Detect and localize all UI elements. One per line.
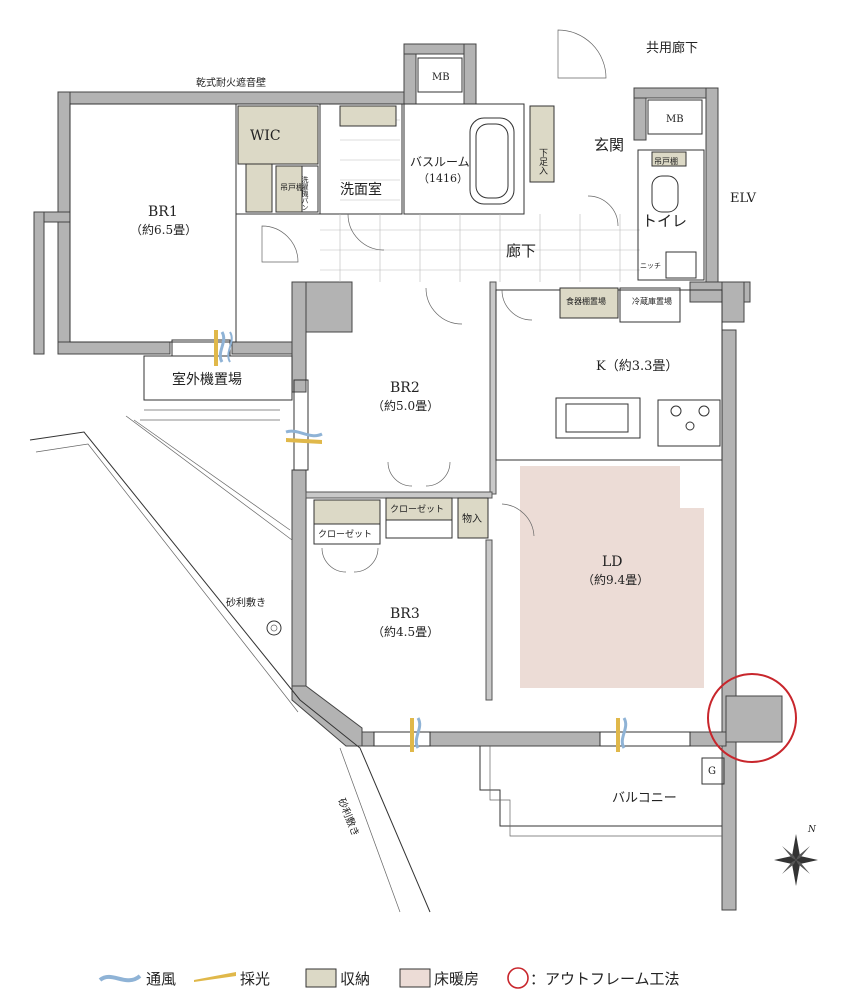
label-ld: LD [602, 554, 623, 570]
label-br1: BR1 [148, 204, 178, 220]
interior-lines [29, 29, 725, 913]
label-niche: ニッチ [640, 262, 661, 270]
compass-icon [774, 834, 818, 886]
legend-floor-heating-swatch [399, 968, 431, 988]
label-corridor: 廊下 [506, 242, 536, 260]
label-washer-pan: 洗濯機パン [301, 175, 309, 211]
label-br3: BR3 [390, 606, 420, 622]
label-wall-note: 乾式耐火遮音壁 [196, 76, 266, 89]
label-mb2: MB [666, 114, 684, 125]
label-mb1: MB [432, 72, 450, 83]
room-labels: 共用廊下 乾式耐火遮音壁 MB MB WIC 吊戸棚 洗濯機パン 洗面室 バスル… [130, 40, 817, 838]
airflow-marks [218, 331, 628, 749]
label-balcony: バルコニー [612, 791, 677, 806]
label-elv: ELV [730, 191, 757, 206]
label-wic: WIC [250, 128, 281, 144]
label-ld-size: （約9.4畳） [582, 572, 649, 587]
label-storage: 物入 [462, 512, 482, 525]
label-gas-meter: G [708, 766, 716, 777]
label-bathroom: バスルーム [410, 155, 470, 169]
legend: 通風 採光 収納 床暖房 ：アウトフレーム工法 [98, 967, 680, 989]
label-shoe-box: 下足入 [537, 148, 548, 175]
legend-floor-heating: 床暖房 [434, 970, 479, 988]
label-toilet: トイレ [642, 212, 687, 230]
label-hanging-shelf2: 吊戸棚 [654, 156, 678, 166]
label-closet1: クローゼット [390, 503, 444, 515]
label-br2: BR2 [390, 380, 420, 396]
outframe-marker [707, 673, 797, 763]
label-hanging-shelf1: 吊戸棚 [280, 182, 304, 192]
label-north: N [807, 825, 817, 835]
legend-ventilation: 通風 [146, 970, 176, 988]
label-closet2: クローゼット [318, 528, 372, 540]
label-common-corridor: 共用廊下 [646, 40, 698, 56]
legend-outframe-swatch [507, 967, 529, 989]
legend-ventilation-swatch [98, 974, 142, 983]
label-kitchen: K（約3.3畳） [596, 359, 678, 374]
legend-storage-swatch [305, 968, 337, 988]
daylight-marks [214, 330, 620, 752]
label-gravel2: 砂利敷き [335, 796, 362, 838]
label-fridge: 冷蔵庫置場 [632, 296, 672, 306]
label-entrance: 玄関 [594, 136, 624, 154]
label-washroom: 洗面室 [340, 181, 382, 198]
label-bathroom-size: （1416） [418, 172, 468, 185]
label-br2-size: （約5.0畳） [372, 398, 439, 413]
legend-daylight: 採光 [240, 970, 270, 988]
legend-storage: 収納 [340, 970, 370, 988]
label-br3-size: （約4.5畳） [372, 624, 439, 639]
legend-outframe: ：アウトフレーム工法 [530, 970, 680, 988]
legend-daylight-swatch [194, 972, 236, 982]
label-br1-size: （約6.5畳） [130, 222, 197, 237]
label-outdoor-unit: 室外機置場 [172, 371, 242, 388]
floor-heating-area [520, 466, 704, 688]
label-dish-washer: 食器棚置場 [566, 296, 606, 306]
label-gravel1: 砂利敷き [226, 596, 266, 609]
